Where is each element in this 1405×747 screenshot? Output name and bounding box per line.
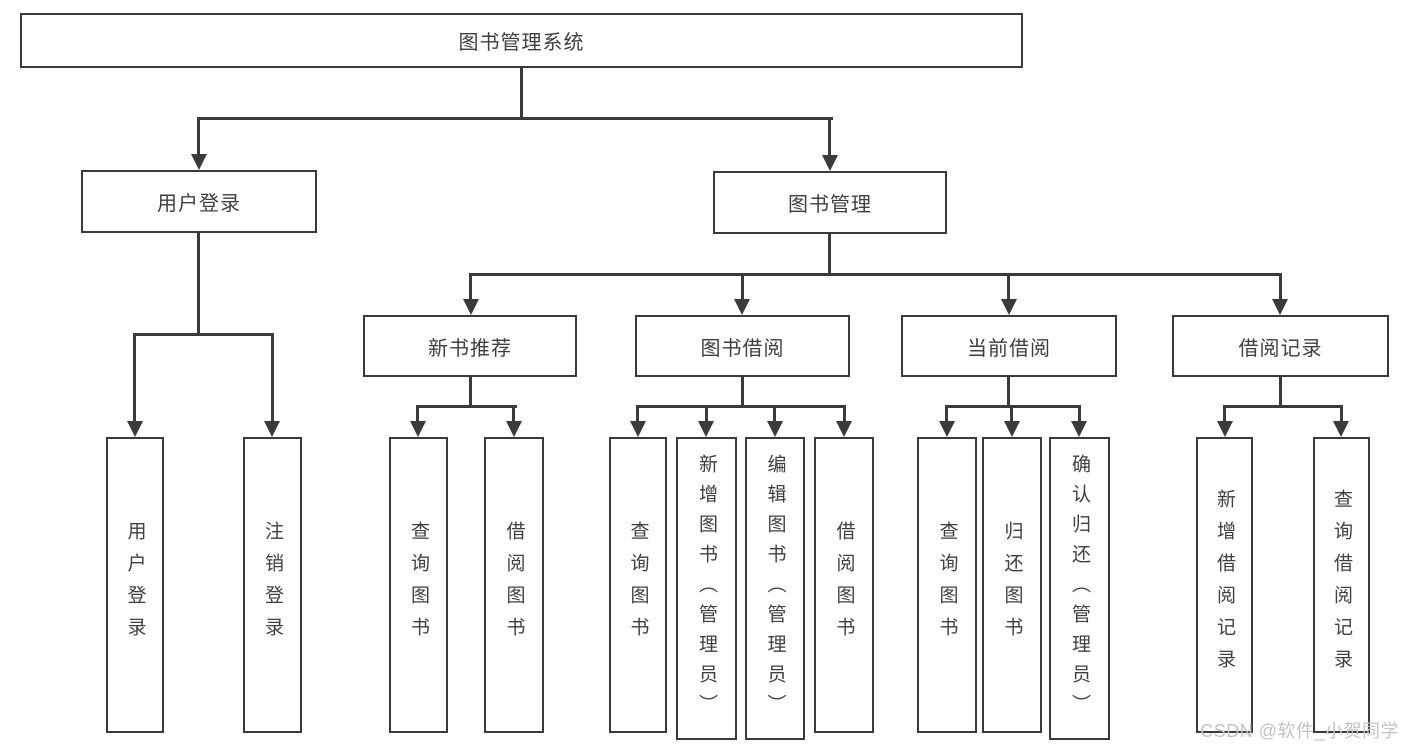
node-new-book-recommendation: 新书推荐: [363, 315, 577, 377]
node-label: 用户登录: [157, 193, 241, 215]
node-label: 借阅记录: [1238, 337, 1323, 360]
leaf-add-borrow-record: 新增借阅记录: [1196, 437, 1253, 733]
node-label: 图书借阅: [700, 337, 785, 360]
connector-line: [1340, 406, 1343, 423]
leaf-logout: 注销登录: [243, 437, 302, 733]
leaf-label: 查询图书: [627, 521, 649, 649]
arrow-down-icon: [1071, 421, 1087, 437]
arrow-down-icon: [1004, 421, 1020, 437]
connector-line: [469, 273, 1282, 276]
connector-line: [1279, 377, 1282, 408]
leaf-query-books-current: 查询图书: [917, 437, 977, 733]
connector-line: [636, 406, 639, 423]
connector-line: [828, 234, 831, 276]
connector-line: [741, 274, 744, 301]
leaf-query-borrow-record: 查询借阅记录: [1313, 437, 1370, 733]
connector-line: [271, 334, 274, 423]
arrow-down-icon: [822, 155, 838, 171]
node-label: 新书推荐: [428, 337, 512, 360]
leaf-add-book-admin: 新增图书（管理员）: [676, 437, 737, 740]
leaf-user-login: 用户登录: [106, 437, 164, 733]
arrow-down-icon: [410, 421, 426, 437]
leaf-query-books-borrowing: 查询图书: [609, 437, 667, 733]
connector-line: [1007, 274, 1010, 301]
leaf-label: 确认归还（管理员）: [1069, 453, 1090, 724]
connector-line: [197, 118, 200, 156]
arrow-down-icon: [630, 421, 646, 437]
leaf-label: 查询图书: [408, 521, 429, 649]
connector-line: [945, 405, 1081, 408]
node-current-borrowing: 当前借阅: [901, 315, 1117, 377]
connector-line: [843, 406, 846, 423]
connector-line: [197, 117, 833, 120]
leaf-label: 查询图书: [936, 521, 958, 649]
connector-line: [741, 377, 744, 408]
arrow-down-icon: [836, 421, 852, 437]
connector-line: [469, 377, 472, 408]
node-label: 当前借阅: [967, 337, 1051, 360]
connector-line: [512, 406, 515, 423]
arrow-down-icon: [127, 421, 143, 437]
leaf-label: 新增借阅记录: [1214, 489, 1235, 681]
connector-line: [133, 334, 136, 423]
arrow-down-icon: [1272, 299, 1288, 315]
connector-line: [1007, 377, 1010, 408]
connector-line: [469, 274, 472, 301]
leaf-label: 借阅图书: [503, 521, 525, 649]
csdn-watermark: CSDN @软件_小贺同学: [1200, 721, 1399, 741]
arrow-down-icon: [1333, 421, 1349, 437]
connector-line: [1010, 406, 1013, 423]
node-book-borrowing: 图书借阅: [635, 315, 850, 377]
node-library-management-system: 图书管理系统: [20, 13, 1023, 68]
leaf-label: 查询借阅记录: [1331, 489, 1352, 681]
connector-line: [133, 333, 274, 336]
node-book-management: 图书管理: [713, 171, 947, 234]
leaf-confirm-return-admin: 确认归还（管理员）: [1049, 437, 1110, 740]
arrow-down-icon: [1217, 421, 1233, 437]
arrow-down-icon: [939, 421, 955, 437]
node-label: 图书管理系统: [458, 32, 585, 54]
connector-line: [520, 66, 523, 119]
connector-line: [197, 233, 200, 336]
connector-line: [773, 406, 776, 423]
leaf-borrow-books-recommend: 借阅图书: [484, 437, 544, 733]
connector-line: [1078, 406, 1081, 423]
arrow-down-icon: [191, 154, 207, 170]
connector-line: [1223, 406, 1226, 423]
leaf-label: 编辑图书（管理员）: [764, 453, 786, 724]
arrow-down-icon: [264, 421, 280, 437]
connector-line: [945, 406, 948, 423]
leaf-label: 借阅图书: [833, 521, 855, 649]
node-label: 图书管理: [788, 194, 872, 216]
connector-line: [416, 405, 517, 408]
leaf-label: 注销登录: [262, 521, 283, 649]
connector-line: [705, 406, 708, 423]
arrow-down-icon: [463, 299, 479, 315]
leaf-query-books-recommend: 查询图书: [389, 437, 448, 733]
leaf-label: 用户登录: [124, 521, 146, 649]
arrow-down-icon: [767, 421, 783, 437]
connector-line: [1223, 405, 1343, 408]
node-user-login: 用户登录: [81, 170, 317, 233]
leaf-label: 归还图书: [1001, 521, 1023, 649]
leaf-borrow-books-borrowing: 借阅图书: [814, 437, 874, 733]
connector-line: [416, 406, 419, 423]
leaf-label: 新增图书（管理员）: [696, 453, 717, 724]
arrow-down-icon: [734, 299, 750, 315]
node-borrowing-records: 借阅记录: [1172, 315, 1389, 377]
connector-line: [828, 118, 831, 157]
arrow-down-icon: [506, 421, 522, 437]
leaf-return-book: 归还图书: [982, 437, 1042, 733]
arrow-down-icon: [698, 421, 714, 437]
leaf-edit-book-admin: 编辑图书（管理员）: [745, 437, 805, 740]
arrow-down-icon: [1001, 299, 1017, 315]
connector-line: [1279, 274, 1282, 301]
connector-line: [636, 405, 846, 408]
